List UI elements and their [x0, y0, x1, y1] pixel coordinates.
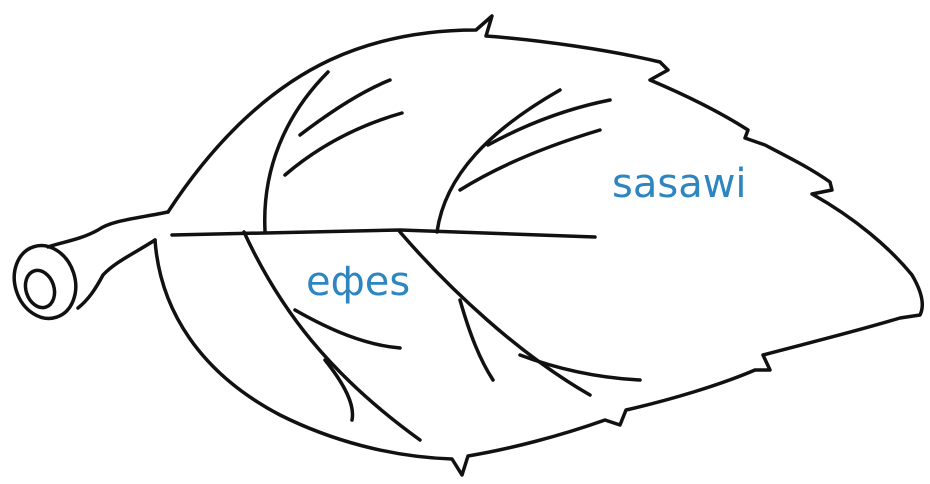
- leaf-outline: [153, 14, 925, 477]
- upper-vein-1: [263, 70, 330, 233]
- leaf-midrib: [170, 228, 597, 239]
- leaf-stem: [46, 210, 170, 249]
- upper-vein-2: [435, 88, 562, 234]
- upper-vein-1-branch: [298, 78, 392, 137]
- label-sasawi: sasawi: [612, 161, 747, 207]
- stem-end: [12, 243, 78, 321]
- lower-vein-2-branch: [458, 298, 495, 382]
- lower-vein-2-branch2: [518, 353, 642, 382]
- upper-vein-2-branch: [486, 98, 612, 147]
- leaf-stem-lower: [76, 238, 157, 310]
- label-efes: eфes: [306, 259, 411, 305]
- upper-vein-1-branch2: [283, 111, 404, 177]
- lower-vein-2: [398, 230, 592, 397]
- lower-vein-1-branch: [293, 308, 402, 350]
- upper-vein-2-branch2: [458, 128, 602, 192]
- stem-end-inner: [23, 268, 57, 310]
- lower-vein-1: [242, 230, 422, 442]
- lower-vein-1-branch2: [323, 358, 355, 422]
